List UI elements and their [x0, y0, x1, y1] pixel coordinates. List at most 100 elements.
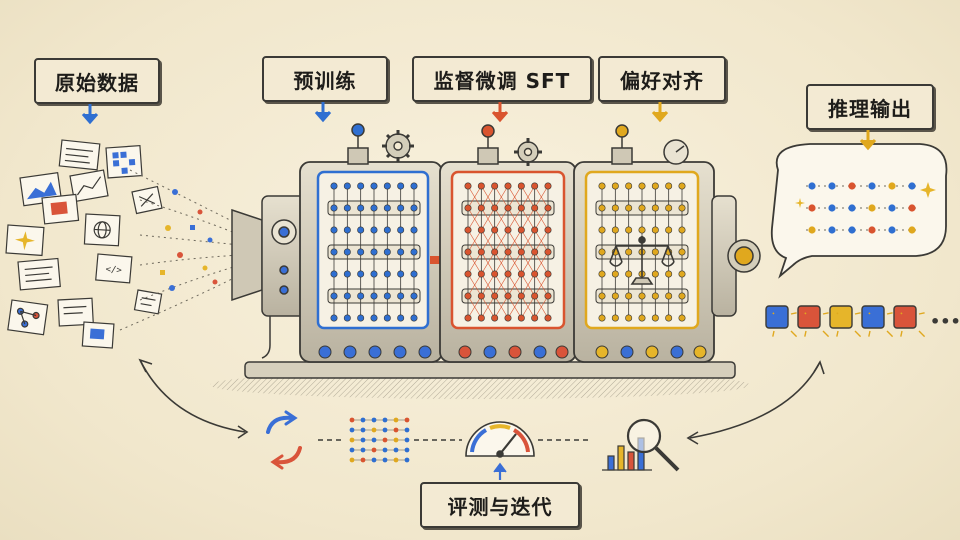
link [467, 251, 482, 275]
eval-node [371, 457, 377, 463]
output-token [765, 305, 789, 329]
eval-node [360, 447, 366, 453]
output-ellipsis: ••• [930, 312, 960, 331]
glow-ray [900, 330, 903, 337]
eval-node [382, 437, 388, 443]
node [477, 292, 485, 300]
node [397, 292, 405, 300]
node [531, 226, 539, 234]
node [598, 204, 606, 212]
speech-bubble-icon [770, 143, 948, 279]
link [494, 295, 509, 319]
node [410, 226, 418, 234]
node [625, 182, 633, 190]
node [383, 226, 391, 234]
node [397, 182, 405, 190]
node [357, 248, 365, 256]
node [357, 226, 365, 234]
alignment-module [573, 124, 715, 363]
eval-node [371, 447, 377, 453]
node [477, 182, 485, 190]
link [467, 295, 482, 319]
eval-node [349, 447, 355, 453]
node [517, 270, 525, 278]
output-token [797, 305, 821, 329]
glow-ray [804, 330, 807, 337]
evaluation-grid [349, 417, 410, 463]
link [467, 185, 482, 209]
link [507, 207, 522, 231]
node [410, 248, 418, 256]
node [651, 182, 659, 190]
link [481, 207, 495, 231]
node [477, 314, 485, 322]
node [343, 182, 351, 190]
node [330, 314, 338, 322]
pretrain-module [299, 123, 443, 363]
bubble-token [828, 204, 836, 212]
node [397, 270, 405, 278]
eval-node [404, 457, 410, 463]
node [625, 226, 633, 234]
bubble-token [908, 204, 916, 212]
node [531, 204, 539, 212]
node [611, 204, 619, 212]
eval-node [393, 427, 399, 433]
node [611, 292, 619, 300]
node [544, 204, 552, 212]
link [521, 251, 535, 275]
bubble-token [808, 182, 816, 190]
output-token [861, 305, 885, 329]
node [651, 226, 659, 234]
sft-module [439, 124, 577, 363]
grid-red-nodes [461, 182, 555, 322]
node [544, 226, 552, 234]
link [534, 295, 549, 319]
glow-ray [918, 312, 925, 315]
node [665, 270, 673, 278]
machine-base [244, 361, 736, 379]
node [517, 314, 525, 322]
node [383, 292, 391, 300]
link [534, 251, 549, 275]
node [330, 270, 338, 278]
bubble-token [868, 226, 876, 234]
node [370, 248, 378, 256]
link [507, 295, 522, 319]
node [397, 314, 405, 322]
eval-node [393, 437, 399, 443]
node [491, 226, 499, 234]
glow-ray [854, 312, 861, 315]
node [370, 292, 378, 300]
node [370, 314, 378, 322]
node [370, 270, 378, 278]
node [544, 270, 552, 278]
node [665, 226, 673, 234]
node [410, 270, 418, 278]
eval-node [404, 427, 410, 433]
node [464, 182, 472, 190]
bubble-token [848, 204, 856, 212]
pretrain-top-valve [347, 123, 369, 165]
node [383, 248, 391, 256]
node [517, 204, 525, 212]
inference-label-text: 推理输出 [828, 96, 912, 121]
evaluation-label: 评测与迭代 [420, 482, 580, 528]
pretrain-label: 预训练 [262, 56, 388, 102]
link [521, 185, 535, 209]
raw-data-label-text: 原始数据 [55, 70, 139, 95]
node [370, 226, 378, 234]
link [494, 207, 509, 231]
glow-ray [900, 312, 903, 315]
node [357, 292, 365, 300]
eval-node [382, 447, 388, 453]
eval-node [382, 427, 388, 433]
node [678, 292, 686, 300]
node [504, 270, 512, 278]
sft-label: 监督微调 SFT [412, 56, 592, 102]
node [531, 292, 539, 300]
node [638, 204, 646, 212]
node [531, 248, 539, 256]
node [410, 292, 418, 300]
